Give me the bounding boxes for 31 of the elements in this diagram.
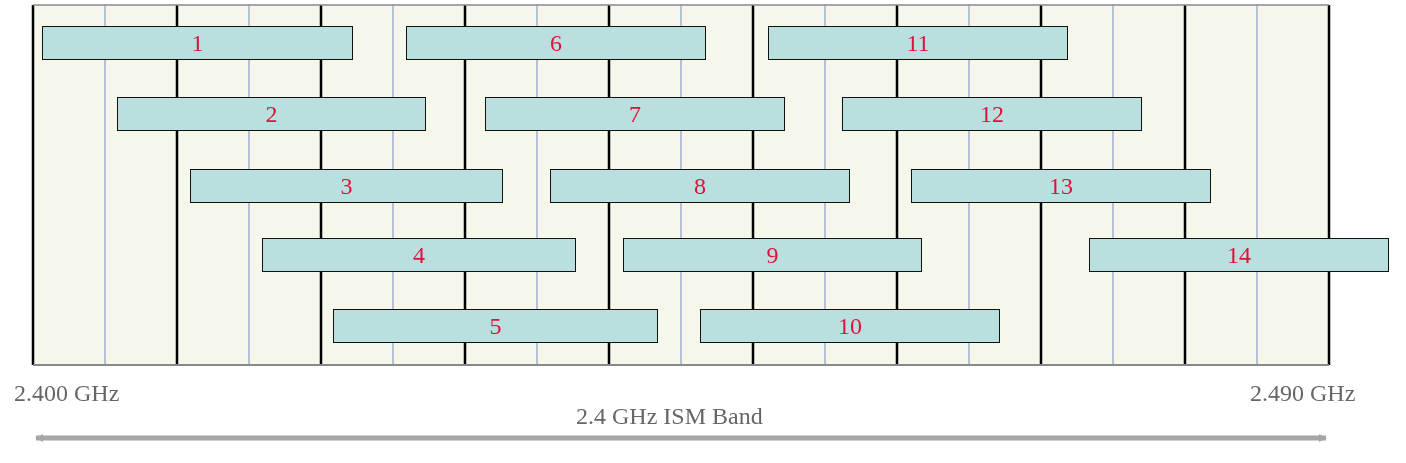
channel-number: 10 xyxy=(838,314,862,338)
frequency-label: 2.490 GHz xyxy=(1250,380,1356,407)
channel-bar xyxy=(333,309,658,343)
channel-number: 6 xyxy=(550,31,562,55)
channel-number: 13 xyxy=(1049,174,1073,198)
band-label: 2.4 GHz ISM Band xyxy=(576,403,763,430)
channel-bar xyxy=(485,97,785,131)
channel-bar xyxy=(1089,238,1389,272)
channel-number: 9 xyxy=(766,243,779,267)
channel-bar xyxy=(406,26,706,60)
channel-bar xyxy=(262,238,576,272)
channel-number: 3 xyxy=(340,174,353,198)
channel-bar xyxy=(911,169,1211,203)
channel-number: 14 xyxy=(1227,243,1251,267)
channel-number: 1 xyxy=(191,31,204,55)
channel-number: 8 xyxy=(694,174,706,198)
channel-number: 4 xyxy=(413,243,425,267)
channel-bar xyxy=(190,169,503,203)
channel-bar xyxy=(842,97,1142,131)
channel-bar xyxy=(117,97,426,131)
channel-number: 12 xyxy=(980,102,1004,126)
channel-number: 7 xyxy=(629,102,641,126)
channel-bar xyxy=(700,309,1000,343)
channel-number: 5 xyxy=(489,314,502,338)
channel-bar xyxy=(550,169,850,203)
channel-bar xyxy=(623,238,922,272)
channel-bar xyxy=(768,26,1068,60)
channel-number: 2 xyxy=(265,102,278,126)
frequency-label: 2.400 GHz xyxy=(14,380,120,407)
channel-bar xyxy=(42,26,353,60)
channel-number: 11 xyxy=(906,31,930,55)
